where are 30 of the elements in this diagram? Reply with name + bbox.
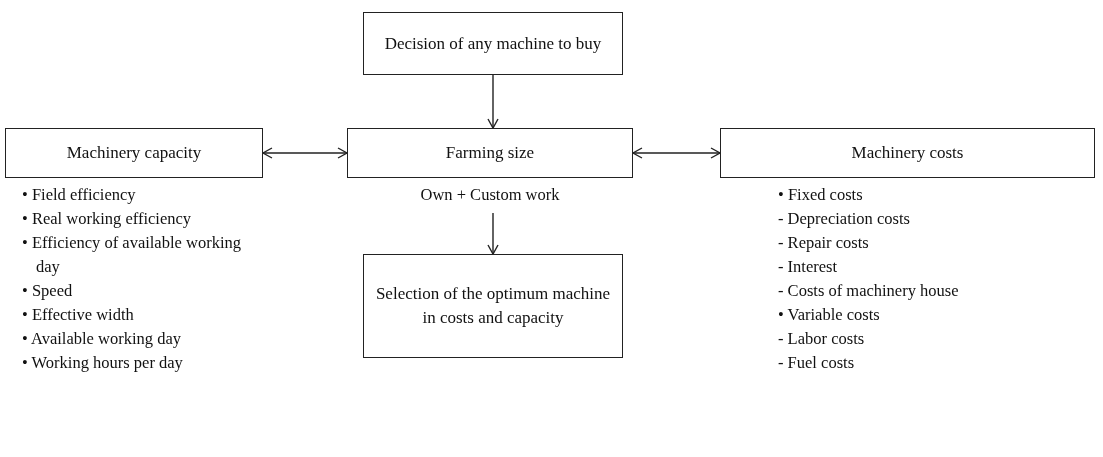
list-item: - Fuel costs	[778, 352, 856, 374]
list-item: • Real working efficiency	[22, 208, 193, 230]
box-label: Decision of any machine to buy	[384, 32, 602, 55]
list-item: • Speed	[22, 280, 74, 302]
process-box	[363, 254, 623, 358]
process-box	[363, 12, 623, 75]
list-item: • Field efficiency	[22, 184, 137, 206]
list-item: - Costs of machinery house	[778, 280, 960, 302]
process-box	[347, 128, 633, 178]
box-label: Machinery capacity	[66, 142, 202, 164]
arrow	[487, 212, 499, 255]
list-item: - Labor costs	[778, 328, 866, 350]
list-item: • Working hours per day	[22, 352, 184, 374]
list-item: • Effective width	[22, 304, 135, 326]
arrow	[632, 147, 721, 159]
list-item: - Interest	[778, 256, 839, 278]
process-box	[5, 128, 263, 178]
box-label: Selection of the optimum machine in costs and capacity	[374, 283, 612, 329]
list-item: • Fixed costs	[778, 184, 864, 206]
arrow	[262, 147, 348, 159]
box-label: Farming size	[445, 142, 535, 164]
box-label: Machinery costs	[851, 142, 964, 164]
node-caption: Own + Custom work	[419, 184, 561, 206]
list-item: • Variable costs	[778, 304, 881, 326]
arrow	[487, 74, 499, 129]
list-item: • Efficiency of available working day	[22, 232, 242, 278]
process-box	[720, 128, 1095, 178]
list-item: - Depreciation costs	[778, 208, 911, 230]
list-item: • Available working day	[22, 328, 182, 350]
list-item: - Repair costs	[778, 232, 870, 254]
